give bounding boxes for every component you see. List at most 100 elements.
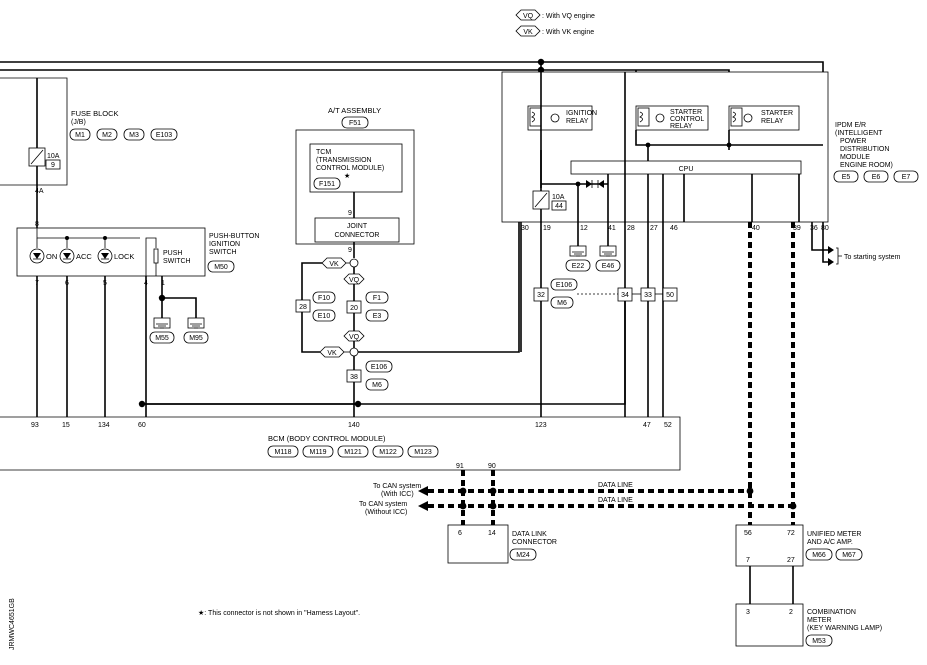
ipdm-pin-19: 19 [543,225,551,232]
ipdm-title-line2: (INTELLIGENT [835,130,883,137]
unified-pin-72: 72 [787,530,795,537]
bcm-connector-m119: M119 [310,449,327,456]
bcm-title: BCM (BODY CONTROL MODULE) [268,434,386,443]
bcm-pin-60: 60 [138,422,146,429]
ipdm-fuse-number: 44 [555,203,563,210]
joint-connector-line1: JOINT [347,223,368,230]
dlc-connector: M24 [516,552,530,559]
figure-code: JRMWC4651GB [9,598,16,650]
fuse-block-connector-4: E103 [156,132,172,139]
ipdm-pin-46: 46 [670,225,678,232]
unified-title-line1: UNIFIED METER [807,531,861,538]
to-starting-system: To starting system [811,222,901,266]
engine-legend: VQ : With VQ engine VK : With VK engine [515,9,595,37]
fuse-block-terminal: 4A [35,188,44,195]
ignition-relay-line1: IGNITION [566,110,597,117]
bcm-connector-m118: M118 [275,449,292,456]
ipdm-connector-e5: E5 [842,174,851,181]
bcm-pin-52: 52 [664,422,672,429]
ipdm-pin-40: 40 [752,225,760,232]
ipdm-pin-36: 36 [810,225,818,232]
fuse-block-connector-2: M2 [102,132,112,139]
harness-vq-top: VQ [349,277,360,284]
harness-pin-38: 38 [350,374,358,381]
switch-acc-label: ACC [76,252,92,261]
starter-control-relay-line3: RELAY [670,123,693,130]
joint-connector-line2: CONNECTOR [335,232,380,239]
bcm-pin-47: 47 [643,422,651,429]
harness-pin-28: 28 [299,304,307,311]
ipdm-fuse-amp: 10A [552,194,565,201]
ipdm-pin-39: 39 [793,225,801,232]
harness-conn-e10: E10 [318,313,331,320]
combination-pin-3: 3 [746,609,750,616]
starter-relay-line2: RELAY [761,118,784,125]
row-pin-32: 32 [537,292,545,299]
combination-connector: M53 [812,638,826,645]
push-button-ignition-switch: 8 ON ACC LOCK PUSH SWITCH 7 6 5 4 1 PUSH… [16,221,259,287]
bcm-pin-134: 134 [98,422,110,429]
starter-control-relay-line2: CONTROL [670,116,704,123]
ipdm-grounds: E22 E46 [565,222,621,272]
switch-pin-1: 1 [161,280,165,287]
row-pin-33: 33 [644,292,652,299]
bcm-connector-m123: M123 [414,449,432,456]
combination-title-line3: (KEY WARNING LAMP) [807,625,882,632]
unified-pin-7: 7 [746,557,750,564]
ipdm-title-line4: DISTRIBUTION [840,146,889,153]
starter-control-relay-line1: STARTER [670,109,702,116]
fuse-block-title: FUSE BLOCK [71,109,119,118]
fuse-block-subtitle: (J/B) [71,119,86,126]
tcm-connector: F151 [319,181,335,188]
ipdm-pin-80: 80 [821,225,829,232]
unified-connector-m66: M66 [812,552,826,559]
switch-title-line1: PUSH-BUTTON [209,233,259,240]
bcm-connector-m121: M121 [344,449,362,456]
switch-push-line1: PUSH [163,250,182,257]
can-pin-91: 91 [456,463,464,470]
combination-title-line1: COMBINATION [807,609,856,616]
fuse-block: 10A 9 4A FUSE BLOCK (J/B) M1 M2 M3 E103 [0,77,178,228]
bcm-pin-93: 93 [31,422,39,429]
can-without-icc-line1: To CAN system [359,501,407,508]
legend-vq-code: VQ [523,13,534,20]
bcm-connector-m122: M122 [379,449,397,456]
tcm-star: ★ [344,172,350,180]
dlc-title-line2: CONNECTOR [512,539,557,546]
unified-connector-m67: M67 [842,552,856,559]
switch-lock-label: LOCK [114,252,134,261]
ground-m55: M55 [155,335,169,342]
can-with-icc-line2: (With ICC) [381,491,414,498]
at-assembly-title: A/T ASSEMBLY [328,106,381,115]
can-with-icc-line1: To CAN system [373,483,421,490]
ipdm-connector-e7: E7 [902,174,911,181]
dlc-pin-6: 6 [458,530,462,537]
unified-meter: 56 72 7 27 UNIFIED METER AND A/C AMP. M6… [735,524,863,604]
combination-title-line2: METER [807,617,832,624]
switch-title-line2: IGNITION [209,241,240,248]
harness-conn-m6: M6 [372,382,382,389]
ipdm-title-line6: ENGINE ROOM) [840,162,893,169]
ipdm-lower-wiring: 32 E106 M6 34 33 50 [142,222,678,417]
switch-pin-top: 8 [35,221,39,228]
switch-title-line3: SWITCH [209,249,237,256]
ipdm-pin-27: 27 [650,225,658,232]
data-line-label-1: DATA LINE [598,482,633,489]
ipdm-er: IGNITION RELAY STARTER CONTROL RELAY STA… [501,71,919,232]
bcm-pin-140: 140 [348,422,360,429]
ground-e46: E46 [602,263,615,270]
dlc-title-line1: DATA LINK [512,531,547,538]
ipdm-title-line1: IPDM E/R [835,122,866,129]
ground-e22: E22 [572,263,585,270]
combination-pin-2: 2 [789,609,793,616]
ipdm-title-line5: MODULE [840,154,870,161]
switch-push-line2: SWITCH [163,258,191,265]
starter-relay-line1: STARTER [761,110,793,117]
row-conn-m6: M6 [557,300,567,307]
tcm-line1: TCM [316,149,331,156]
ipdm-pin-12: 12 [580,225,588,232]
unified-pin-56: 56 [744,530,752,537]
bcm-pin-123: 123 [535,422,547,429]
switch-on-label: ON [46,252,57,261]
fuse-block-fuse-number: 9 [51,162,55,169]
